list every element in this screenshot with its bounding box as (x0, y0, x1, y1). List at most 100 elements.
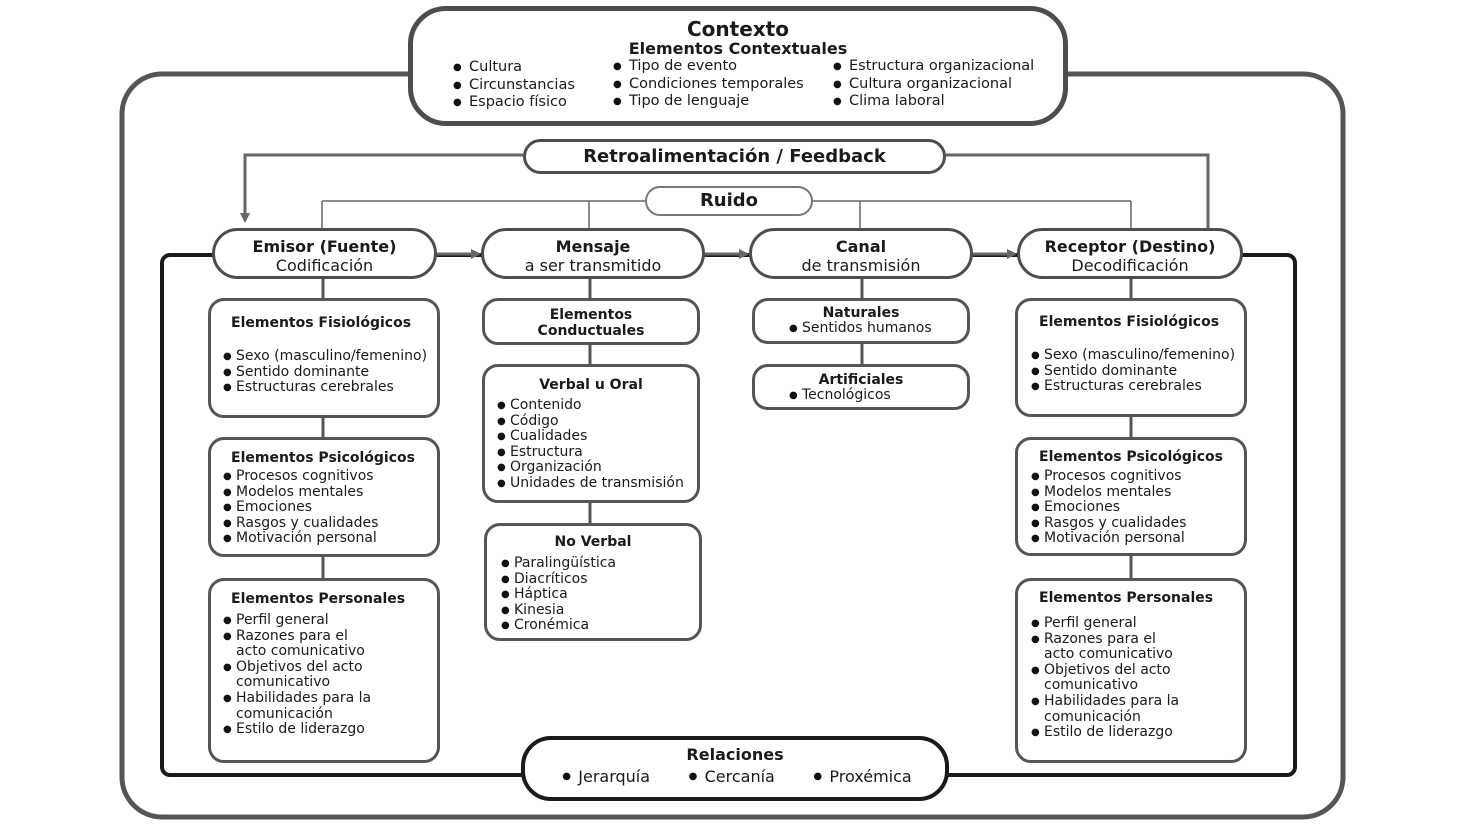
list-item: Motivación personal (1031, 531, 1244, 547)
canal-artificiales-box: Artificiales Tecnológicos (752, 364, 970, 410)
list-item: Sentido dominante (1031, 363, 1244, 380)
feedback-label: Retroalimentación / Feedback (583, 146, 886, 167)
list-item: Unidades de transmisión (497, 475, 697, 492)
canal-naturales-box: Naturales Sentidos humanos (752, 298, 970, 344)
box-title: Elementos Personales (231, 591, 406, 607)
canal-node: Canal de transmisión (749, 228, 973, 279)
ruido-label: Ruido (699, 190, 759, 211)
list-item: Procesos cognitivos (223, 468, 437, 485)
canal-title: Canal (835, 237, 887, 256)
list-item: Paralingüística (501, 555, 699, 572)
receptor-personales-list: Perfil general Razones para el acto comu… (1031, 615, 1181, 741)
list-item: Perfil general (1031, 615, 1181, 632)
emisor-personales-box: Elementos Personales Perfil general Razo… (208, 578, 440, 763)
emisor-subtitle: Codificación (275, 256, 374, 275)
list-item: Tipo de evento (613, 58, 804, 76)
feedback-arrow-line (240, 153, 523, 223)
list-item: Sentido dominante (223, 364, 437, 381)
box-title: Elementos Psicológicos (1039, 449, 1223, 465)
box-title: Artificiales (818, 372, 904, 388)
list-item: Sexo (masculino/femenino) (223, 348, 437, 365)
list-item: Cultura (453, 59, 575, 77)
receptor-psicologicos-list: Procesos cognitivos Modelos mentales Emo… (1031, 468, 1244, 547)
mensaje-noverbal-box: No Verbal Paralingüística Diacríticos Há… (484, 523, 702, 641)
mensaje-subtitle: a ser transmitido (524, 256, 662, 275)
list-item: Emociones (223, 500, 437, 516)
contexto-title: Contexto (687, 17, 789, 41)
list-item: Háptica (501, 587, 699, 603)
list-item: Organización (497, 460, 697, 476)
relaciones-list: Jerarquía Cercanía Proxémica (525, 767, 945, 787)
canal-naturales-list: Sentidos humanos (789, 320, 967, 337)
list-item: Habilidades para la comunicación (1031, 693, 1181, 725)
box-title: Verbal u Oral (539, 377, 643, 393)
receptor-fisiologicos-list: Sexo (masculino/femenino) Sentido domina… (1031, 347, 1244, 395)
list-item: Proxémica (813, 767, 911, 787)
box-title: Elementos Conductuales (537, 307, 645, 339)
mensaje-noverbal-list: Paralingüística Diacríticos Háptica Kine… (501, 555, 699, 634)
box-title: Naturales (822, 305, 900, 321)
list-item: Emociones (1031, 500, 1244, 516)
relaciones-title: Relaciones (686, 745, 784, 764)
list-item: Contenido (497, 397, 697, 414)
box-title: Elementos Personales (1039, 590, 1214, 606)
list-item: Jerarquía (562, 767, 650, 787)
emisor-node: Emisor (Fuente) Codificación (212, 228, 437, 279)
list-item: Procesos cognitivos (1031, 468, 1244, 485)
list-item: Código (497, 413, 697, 430)
canal-subtitle: de transmisión (801, 256, 921, 275)
list-item: Cronémica (501, 618, 699, 634)
list-item: Objetivos del acto comunicativo (1031, 662, 1181, 694)
list-item: Estructura organizacional (833, 58, 1034, 76)
contexto-subtitle: Elementos Contextuales (628, 39, 848, 58)
list-item: Modelos mentales (223, 484, 437, 501)
list-item: Estructura (497, 444, 697, 461)
emisor-title: Emisor (Fuente) (252, 237, 397, 256)
list-item: Diacríticos (501, 571, 699, 588)
list-item: Rasgos y cualidades (223, 515, 437, 532)
canal-artificiales-list: Tecnológicos (789, 387, 967, 404)
list-item: Espacio físico (453, 94, 575, 112)
contexto-box: Contexto Elementos Contextuales Cultura … (408, 6, 1068, 126)
list-item: Estilo de liderazgo (1031, 725, 1181, 741)
list-item: Habilidades para la comunicación (223, 690, 373, 722)
list-item: Tecnológicos (789, 387, 967, 404)
box-title: Elementos Fisiológicos (231, 315, 412, 331)
contexto-col-1: Cultura Circunstancias Espacio físico (453, 59, 575, 112)
contexto-col-3: Estructura organizacional Cultura organi… (833, 58, 1034, 111)
receptor-title: Receptor (Destino) (1044, 237, 1216, 256)
feedback-box: Retroalimentación / Feedback (523, 139, 946, 174)
list-item: Condiciones temporales (613, 76, 804, 94)
list-item: Tipo de lenguaje (613, 93, 804, 111)
emisor-fisiologicos-list: Sexo (masculino/femenino) Sentido domina… (223, 348, 437, 396)
list-item: Modelos mentales (1031, 484, 1244, 501)
list-item: Objetivos del acto comunicativo (223, 659, 373, 691)
mensaje-verbal-box: Verbal u Oral Contenido Código Cualidade… (482, 364, 700, 503)
receptor-personales-box: Elementos Personales Perfil general Razo… (1015, 578, 1247, 763)
feedback-loop-line (946, 153, 1210, 228)
list-item: Circunstancias (453, 77, 575, 95)
list-item: Rasgos y cualidades (1031, 515, 1244, 532)
list-item: Estructuras cerebrales (1031, 379, 1244, 395)
list-item: Sexo (masculino/femenino) (1031, 347, 1244, 364)
list-item: Perfil general (223, 612, 373, 629)
list-item: Razones para el acto comunicativo (223, 628, 373, 660)
box-title: No Verbal (554, 534, 632, 550)
mensaje-verbal-list: Contenido Código Cualidades Estructura O… (497, 397, 697, 492)
list-item: Razones para el acto comunicativo (1031, 631, 1181, 663)
box-title: Elementos Fisiológicos (1039, 314, 1220, 330)
list-item: Cualidades (497, 429, 697, 445)
list-item: Sentidos humanos (789, 320, 967, 337)
relaciones-box: Relaciones Jerarquía Cercanía Proxémica (521, 736, 949, 801)
list-item: Cercanía (689, 767, 775, 787)
receptor-fisiologicos-box: Elementos Fisiológicos Sexo (masculino/f… (1015, 298, 1247, 417)
emisor-psicologicos-list: Procesos cognitivos Modelos mentales Emo… (223, 468, 437, 547)
receptor-node: Receptor (Destino) Decodificación (1017, 228, 1243, 279)
mensaje-node: Mensaje a ser transmitido (481, 228, 705, 279)
list-item: Estructuras cerebrales (223, 380, 437, 396)
ruido-box: Ruido (645, 186, 813, 216)
emisor-fisiologicos-box: Elementos Fisiológicos Sexo (masculino/f… (208, 298, 440, 418)
contexto-col-2: Tipo de evento Condiciones temporales Ti… (613, 58, 804, 111)
list-item: Motivación personal (223, 531, 437, 547)
box-title: Elementos Psicológicos (231, 450, 415, 466)
